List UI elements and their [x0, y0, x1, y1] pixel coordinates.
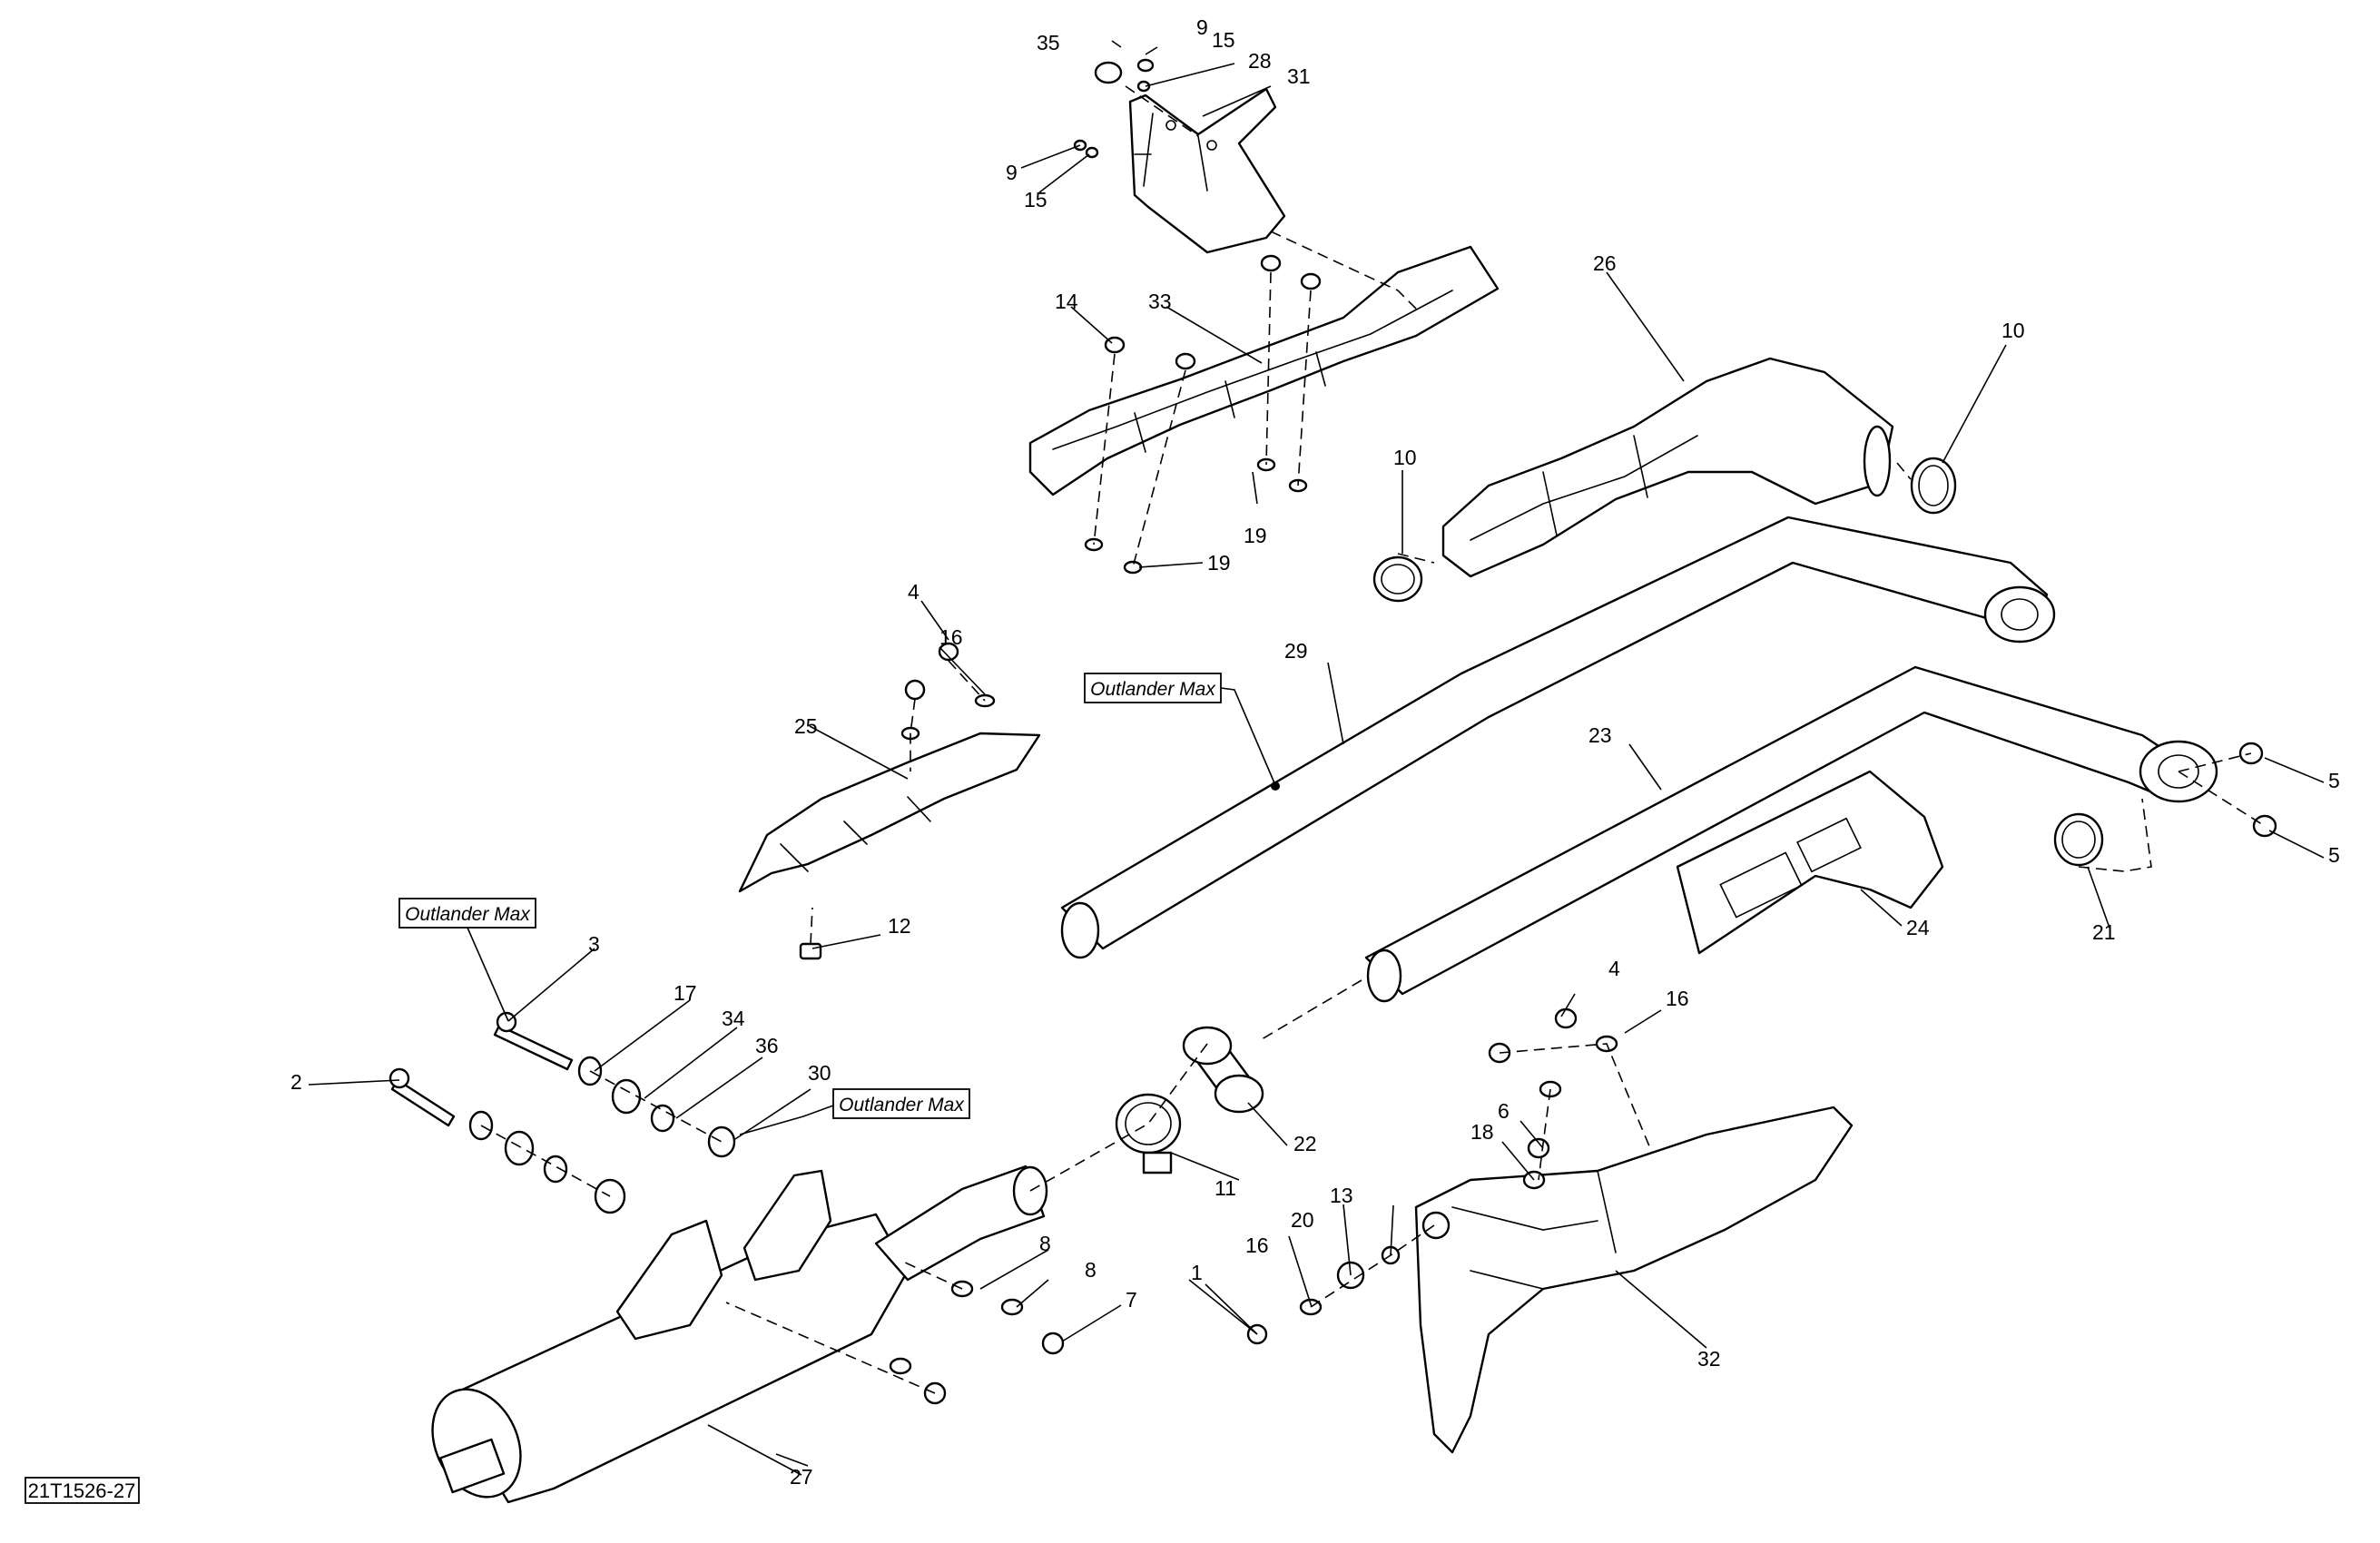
callout-6: 6: [1498, 1099, 1510, 1123]
model-label-1-text: Outlander Max: [1090, 679, 1216, 700]
callout-9-upper: 9: [1196, 15, 1208, 39]
callout-13: 13: [1330, 1184, 1353, 1207]
heat-shield-25: [738, 732, 1041, 893]
callout-numbers: 1 2 3 4 4 5 5 6 7 8 8 9 9 10 10 11 12 13…: [290, 15, 2340, 1489]
reference-code-box: 21T1526-27: [25, 1477, 140, 1504]
callout-7: 7: [1126, 1288, 1137, 1312]
gasket-21: [2053, 812, 2104, 867]
callout-30: 30: [808, 1061, 831, 1085]
callout-11: 11: [1215, 1176, 1236, 1200]
upper-shield-bracket: [1128, 87, 1286, 254]
muffler-27: [431, 1165, 1048, 1504]
clamp-10-left: [1372, 555, 1423, 603]
pipe-heat-shield: [1028, 245, 1500, 496]
clamp-11: [1115, 1093, 1182, 1174]
heat-shield-26: [1441, 357, 1894, 578]
callout-22: 22: [1293, 1132, 1317, 1155]
callout-15-lower: 15: [1024, 188, 1047, 211]
callout-18: 18: [1470, 1120, 1494, 1144]
callout-31: 31: [1287, 64, 1311, 88]
callout-16-upper: 16: [939, 625, 963, 649]
callout-29: 29: [1284, 639, 1308, 663]
exhaust-pipe-29: [1060, 516, 2056, 959]
callout-20: 20: [1291, 1208, 1314, 1232]
callout-4-upper: 4: [908, 580, 920, 604]
callout-35: 35: [1037, 31, 1060, 54]
model-label-2: Outlander Max: [398, 898, 536, 1022]
exhaust-pipe-23: [1364, 665, 2218, 1003]
callout-19-upper: 19: [1244, 524, 1267, 547]
callout-25: 25: [794, 714, 818, 738]
assembly-dashed-lines: [480, 85, 2266, 1394]
callout-33: 33: [1148, 290, 1172, 313]
lower-shield-32: [1414, 1106, 1854, 1454]
model-label-1: Outlander Max: [1084, 673, 1280, 791]
model-label-3: Outlander Max: [739, 1088, 970, 1135]
callout-24: 24: [1906, 916, 1930, 939]
callout-2: 2: [290, 1070, 302, 1094]
callout-27: 27: [790, 1465, 813, 1489]
model-label-3-text: Outlander Max: [839, 1095, 965, 1115]
callout-5-lower: 5: [2328, 843, 2340, 867]
callout-32: 32: [1697, 1347, 1721, 1371]
callout-3: 3: [588, 932, 600, 956]
model-label-2-text: Outlander Max: [405, 904, 531, 925]
callout-23: 23: [1588, 723, 1612, 747]
sleeve-22: [1182, 1026, 1264, 1114]
callout-10-left: 10: [1393, 446, 1417, 469]
callout-15-upper: 15: [1212, 28, 1235, 52]
bracket-shield-24: [1676, 770, 1944, 955]
callout-36: 36: [755, 1034, 779, 1057]
clamp-10-right: [1910, 457, 1957, 515]
callout-28: 28: [1248, 49, 1272, 73]
mounting-hardware-left: [388, 1011, 736, 1214]
mounting-hardware-bottom: [889, 1280, 1065, 1405]
callout-8-lower: 8: [1085, 1258, 1097, 1282]
callout-19-lower: 19: [1207, 551, 1231, 575]
callout-9-lower: 9: [1006, 161, 1018, 184]
callout-16-middle: 16: [1666, 987, 1689, 1010]
callout-4-lower: 4: [1608, 957, 1620, 980]
callout-34: 34: [722, 1007, 745, 1030]
callout-leaders: [308, 40, 2325, 1476]
callout-5-upper: 5: [2328, 769, 2340, 792]
callout-12: 12: [888, 914, 911, 938]
reference-code: 21T1526-27: [28, 1479, 136, 1502]
callout-10-right: 10: [2001, 319, 2025, 342]
callout-21: 21: [2092, 920, 2116, 944]
callout-16-lower: 16: [1245, 1233, 1269, 1257]
callout-1: 1: [1191, 1261, 1203, 1284]
callout-26: 26: [1593, 251, 1617, 275]
callout-17: 17: [674, 981, 697, 1005]
callout-8-upper: 8: [1039, 1232, 1051, 1255]
callout-14: 14: [1055, 290, 1078, 313]
